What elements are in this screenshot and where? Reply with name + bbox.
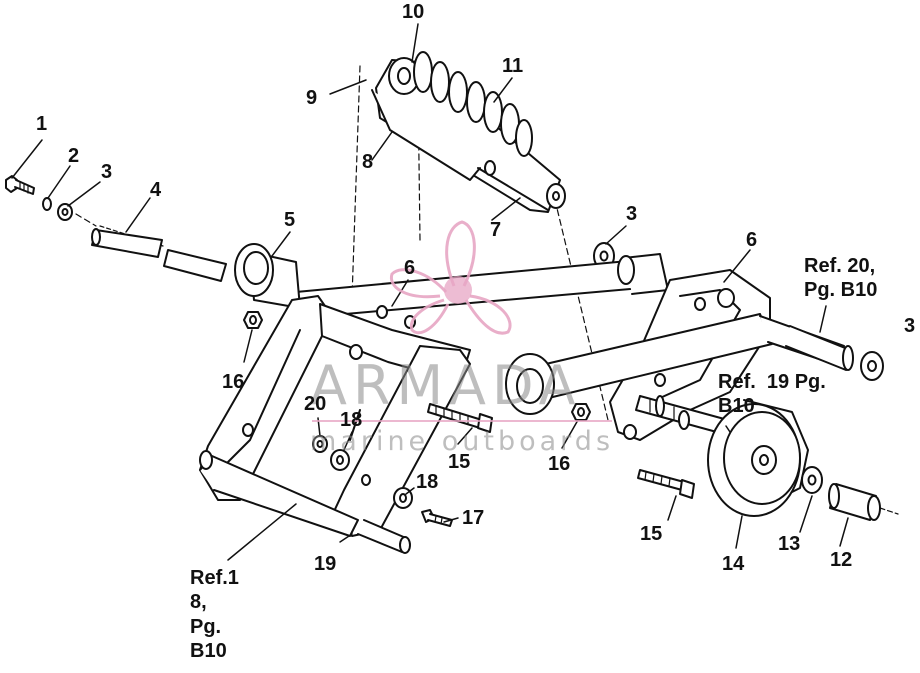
callout-13: 13: [778, 533, 801, 555]
callout-5: 5: [284, 209, 296, 231]
part-lower-shaft: [505, 313, 854, 415]
callout-9: 9: [306, 87, 318, 109]
callout-18b: 18: [416, 471, 439, 493]
reference-note-20: Ref. 20, Pg. B10: [804, 255, 878, 302]
part-spacer-12: [828, 483, 899, 521]
part-washer-3a: [57, 203, 73, 221]
part-nut-16a: [243, 311, 263, 329]
part-idler-wheel-14: [707, 399, 809, 517]
callout-16b: 16: [548, 453, 571, 475]
part-bolt-17: [421, 509, 453, 527]
callout-1: 1: [36, 113, 48, 135]
callout-10: 10: [402, 1, 425, 23]
callout-11: 11: [502, 55, 524, 77]
callout-19: 19: [314, 553, 337, 575]
part-washer-13: [801, 466, 823, 494]
watermark-brand: ARMADA: [310, 354, 582, 417]
part-washer-3c: [860, 351, 884, 381]
watermark-underline: [312, 420, 612, 422]
callout-2: 2: [68, 145, 80, 167]
reference-note-19: Ref. 19 Pg. B10: [718, 371, 826, 418]
callout-6b: 6: [746, 229, 758, 251]
callout-14: 14: [722, 553, 745, 575]
callout-3c: 3: [904, 315, 916, 337]
part-pivot-tube-5: [234, 243, 301, 309]
callout-15a: 15: [448, 451, 471, 473]
part-bolt-15b: [637, 469, 695, 499]
callout-4: 4: [150, 179, 162, 201]
reference-note-18: Ref.1 8, Pg. B10: [190, 567, 239, 663]
part-washer-18a: [330, 449, 350, 471]
callout-8: 8: [362, 151, 374, 173]
part-upper-crossshaft: [295, 253, 669, 319]
part-axle-bolt: [635, 395, 729, 435]
callout-12: 12: [830, 549, 853, 571]
part-front-arm-19: [199, 295, 471, 554]
callout-6a: 6: [404, 257, 416, 279]
part-lockwasher-2: [42, 197, 52, 211]
callout-7: 7: [490, 219, 502, 241]
callout-16a: 16: [222, 371, 245, 393]
callout-15b: 15: [640, 523, 663, 545]
part-nut-16b: [571, 403, 591, 421]
callout-3b: 3: [626, 203, 638, 225]
callout-3a: 3: [101, 161, 113, 183]
callout-18a: 18: [340, 409, 363, 431]
callout-17: 17: [462, 507, 485, 529]
part-shock-absorber-7: [371, 51, 566, 213]
watermark-tagline: marine outboards: [310, 426, 615, 457]
part-bolt-15a: [427, 403, 493, 433]
part-washer-20: [312, 435, 328, 453]
part-spacer-4: [91, 225, 227, 282]
part-bolt-1: [5, 175, 35, 195]
callout-20: 20: [304, 393, 327, 415]
